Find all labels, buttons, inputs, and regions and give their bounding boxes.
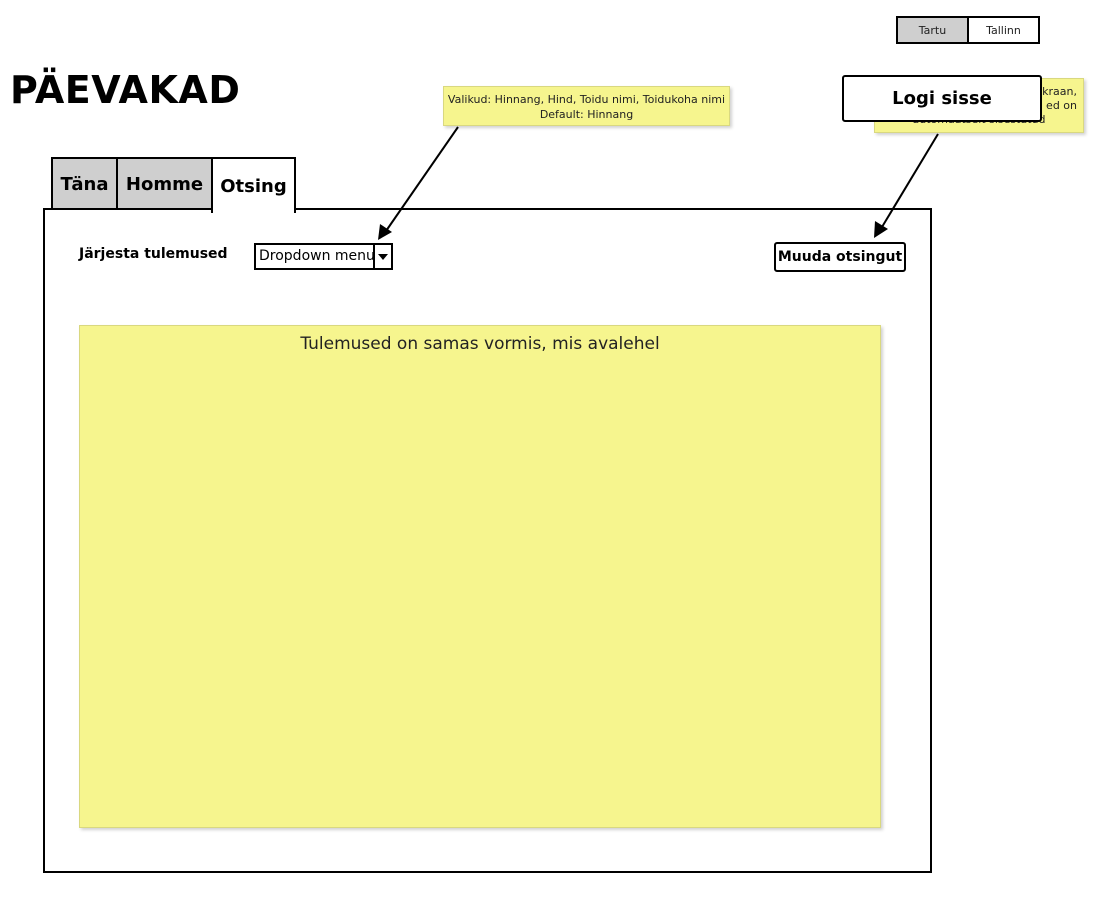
city-option-tallinn[interactable]: Tallinn xyxy=(986,23,1021,37)
tab-tomorrow[interactable]: Homme xyxy=(116,157,213,209)
city-toggle: Tartu Tallinn xyxy=(896,16,1040,44)
login-note-line1: ekraan, xyxy=(1035,85,1077,98)
tab-search[interactable]: Otsing xyxy=(211,157,296,213)
page-title: PÄEVAKAD xyxy=(10,68,241,112)
sort-options-note: Valikud: Hinnang, Hind, Toidu nimi, Toid… xyxy=(443,86,730,126)
sort-dropdown[interactable]: Dropdown menu xyxy=(254,243,393,270)
login-button[interactable]: Logi sisse xyxy=(842,75,1042,122)
tab-today[interactable]: Täna xyxy=(51,157,118,209)
sort-options-note-line2: Default: Hinnang xyxy=(539,108,634,121)
sort-options-note-line1: Valikud: Hinnang, Hind, Toidu nimi, Toid… xyxy=(447,93,726,106)
edit-search-button[interactable]: Muuda otsingut xyxy=(774,242,906,272)
sort-results-label: Järjesta tulemused xyxy=(79,246,228,262)
login-note-line2: ed on xyxy=(1046,99,1077,112)
city-option-tartu[interactable]: Tartu xyxy=(898,18,969,42)
sort-dropdown-value: Dropdown menu xyxy=(259,248,373,264)
chevron-down-icon[interactable] xyxy=(373,245,391,268)
results-placeholder-note: Tulemused on samas vormis, mis avalehel xyxy=(79,325,881,828)
